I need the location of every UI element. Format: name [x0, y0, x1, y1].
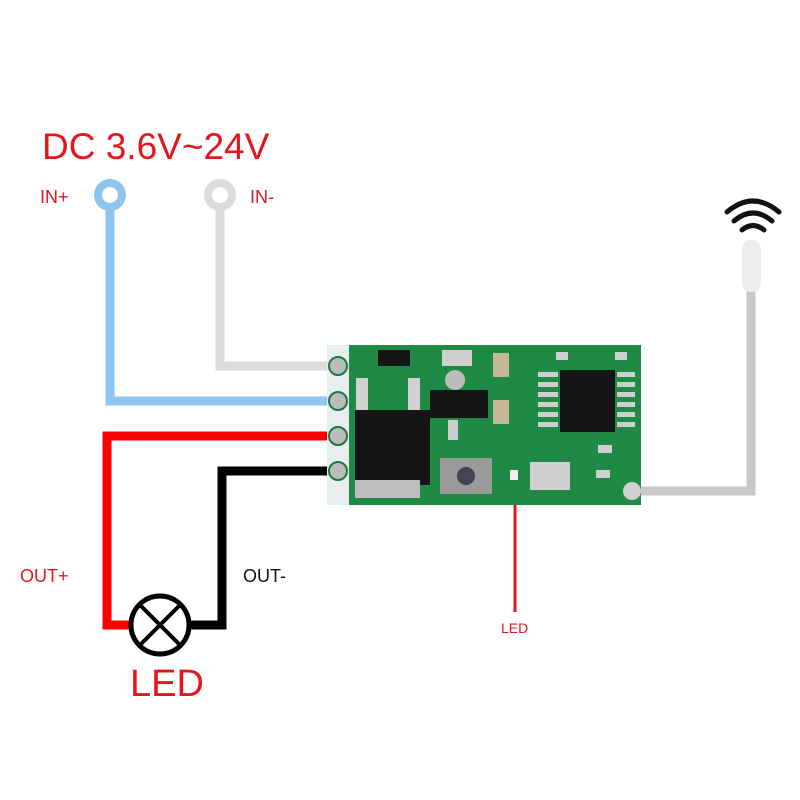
label-indicator-led: LED: [501, 620, 529, 636]
label-in-plus: IN+: [40, 187, 69, 207]
wire-in-minus: [204, 179, 340, 371]
lamp-icon: [128, 593, 192, 657]
wire-in-plus: [94, 179, 340, 406]
pcb-module: [327, 345, 641, 505]
wire-out-minus: [188, 466, 340, 630]
wire-out-plus: [102, 431, 340, 630]
label-out-plus: OUT+: [20, 566, 69, 586]
label-out-minus: OUT-: [243, 566, 286, 586]
label-load-led: LED: [130, 663, 204, 705]
wifi-signal-icon: [724, 198, 782, 233]
voltage-title: DC 3.6V~24V: [42, 126, 270, 167]
label-in-minus: IN-: [250, 187, 274, 207]
antenna-wire: [630, 285, 756, 496]
antenna-icon: [742, 240, 761, 292]
